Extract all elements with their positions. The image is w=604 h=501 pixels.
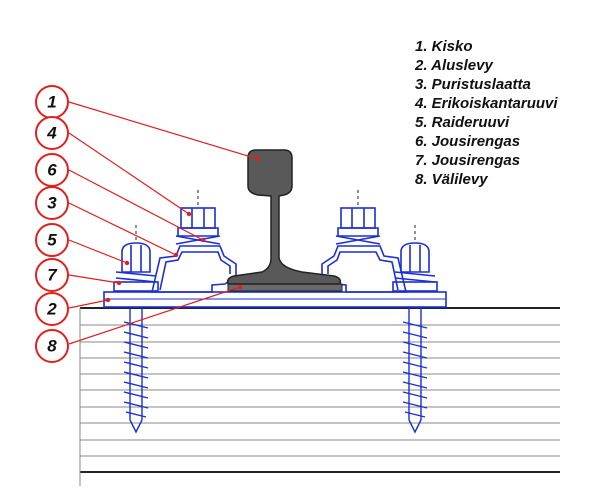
legend-item: 4. Erikoiskantaruuvi (415, 95, 558, 112)
base-plate (103, 291, 447, 308)
callout-circle-7 (35, 258, 69, 292)
track-screw-right (392, 225, 438, 292)
legend-item: 5. Raideruuvi (415, 114, 510, 131)
callout-numbers: 1 4 6 3 5 7 2 8 (46, 93, 58, 356)
legend-item: 8. Välilevy (415, 171, 488, 188)
callout-leaders (68, 101, 259, 345)
special-head-bolt-right (335, 190, 381, 245)
callout-circle-5 (35, 223, 69, 257)
legend-item: 6. Jousirengas (415, 133, 521, 150)
legend-item: 3. Puristuslaatta (415, 76, 531, 93)
callout-number-3: 3 (47, 194, 57, 213)
parts-legend: 1. Kisko 2. Aluslevy 3. Puristuslaatta 4… (415, 37, 600, 189)
callout-circle-8 (35, 329, 69, 363)
callout-circles (35, 85, 69, 363)
sleeper-lines (79, 307, 560, 486)
screw-shank-left (123, 307, 149, 434)
track-screw-left (113, 225, 159, 292)
callout-dots (105, 156, 261, 303)
legend-item: 2. Aluslevy (415, 57, 493, 74)
callout-number-8: 8 (47, 337, 57, 356)
rail (226, 149, 342, 285)
clamp-plate-right (321, 245, 408, 293)
callout-number-1: 1 (47, 93, 56, 112)
screw-shank-right (402, 307, 428, 434)
legend-item: 7. Jousirengas (415, 152, 521, 169)
legend-item: 1. Kisko (415, 38, 473, 55)
callout-number-5: 5 (47, 231, 57, 250)
callout-number-7: 7 (47, 266, 58, 285)
callout-circle-4 (35, 116, 69, 150)
special-head-bolt-left (175, 190, 221, 245)
callout-number-4: 4 (46, 124, 57, 143)
callout-number-6: 6 (47, 161, 57, 180)
clamp-plate-left (150, 245, 237, 293)
callout-number-2: 2 (46, 300, 57, 319)
callout-circle-3 (35, 186, 69, 220)
intermediate-plate (227, 283, 343, 292)
callout-circle-2 (35, 292, 69, 326)
